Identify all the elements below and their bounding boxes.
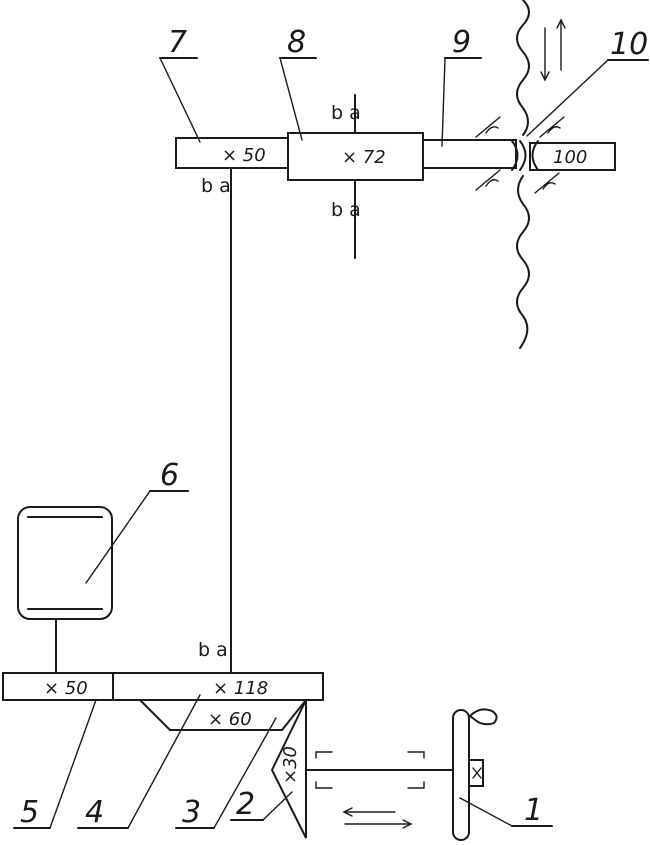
arrow-left-head [342,807,353,817]
label-7: 7 [168,25,187,60]
label-10: 10 [610,27,648,62]
leader-2 [262,791,293,821]
coupling-10-mid [519,140,527,171]
arrow-down-head [540,71,550,82]
gear-3 [137,699,309,731]
arrow-up-head [556,18,566,29]
bearing-right [407,751,425,789]
leader-10 [526,59,609,137]
gear-8 [287,132,424,181]
handwheel-1 [452,709,470,841]
leader-7 [159,57,201,143]
label-3: 3 [182,795,201,830]
bearing-slant-a [475,116,501,138]
handwheel-hub [468,759,484,787]
leader-1 [459,797,513,827]
break-line [516,0,530,349]
coupling-10-right [531,140,539,171]
leader-5 [49,699,97,829]
coupling-10-left [511,140,519,171]
label-9: 9 [452,25,471,60]
gear-8-teeth: × 72 [342,147,386,168]
leader-3 [213,717,277,829]
bearing-slant-c [539,116,565,138]
pulley-7-teeth: × 50 [222,145,266,166]
hub-cross [472,767,482,779]
pulley-5-teeth: × 50 [44,678,88,699]
label-8: 8 [287,25,306,60]
label-2: 2 [236,787,255,822]
bearing-slant-b [475,169,501,191]
bearing-gear8-top: b a [331,102,361,124]
gear-4-teeth: × 118 [213,678,268,699]
label-6: 6 [160,458,179,493]
motor-6 [17,506,113,620]
rack-teeth: 100 [553,147,587,168]
label-1: 1 [524,793,543,828]
leader-8 [279,57,303,141]
label-4: 4 [85,795,104,830]
bearing-bottom: b a [198,639,228,661]
handwheel-handle [469,708,498,726]
leader-4 [127,694,201,829]
gear-3-teeth: × 60 [208,709,252,730]
bearing-gear8-bottom: b a [331,199,361,221]
rack-100 [529,142,616,171]
shaft-9 [422,139,517,169]
bearing-left [315,751,333,789]
bearing-slant-d [534,172,560,194]
leader-9 [441,57,446,147]
leader-6 [85,490,151,584]
bearing-pulley7: b a [201,175,231,197]
bevel-gear-teeth: ×30 [280,746,301,784]
pulley-5 [2,672,114,701]
label-5: 5 [20,795,39,830]
arrow-right-head [402,819,413,829]
